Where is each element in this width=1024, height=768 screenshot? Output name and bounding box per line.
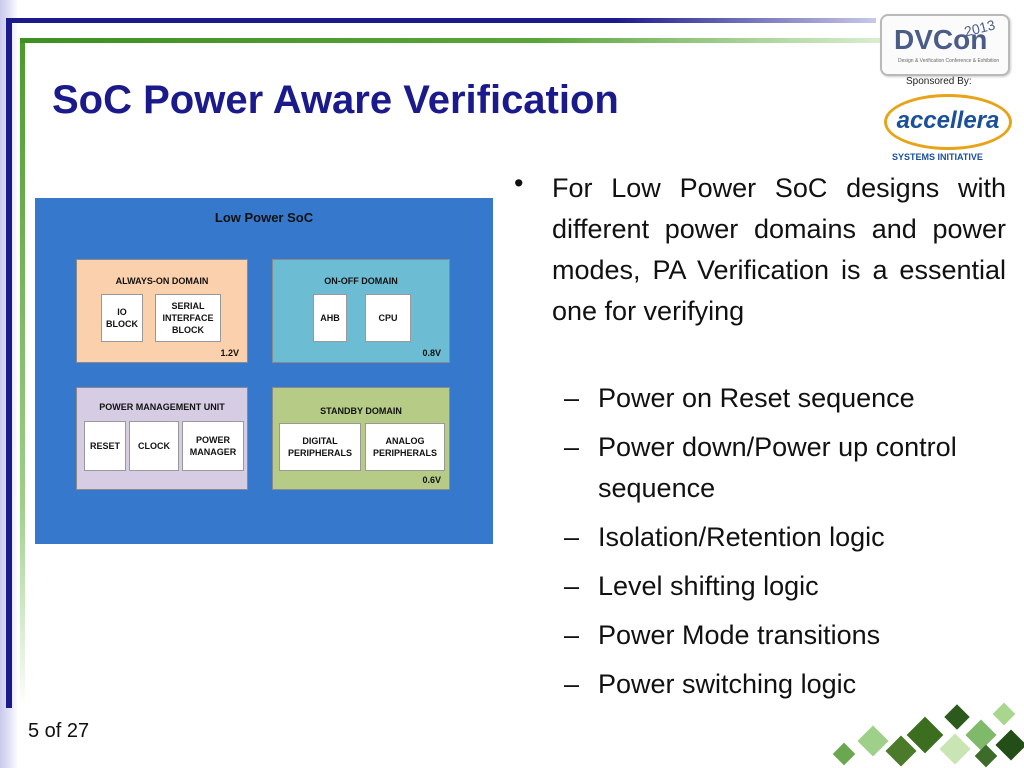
sub-bullet-item: –Power on Reset sequence: [564, 378, 1004, 419]
mosaic-tile: [832, 742, 856, 766]
decorative-mosaic: [820, 700, 1024, 768]
sub-bullet-text: Power down/Power up control sequence: [598, 432, 957, 503]
left-accent-line-navy: [6, 18, 12, 708]
on-off-domain: ON-OFF DOMAIN AHB CPU 0.8V: [272, 259, 450, 363]
mosaic-tile: [939, 733, 971, 765]
power-management-unit: POWER MANAGEMENT UNIT RESET CLOCK POWER …: [76, 387, 248, 490]
sub-bullet-list: –Power on Reset sequence –Power down/Pow…: [564, 378, 1004, 713]
mosaic-tile: [995, 729, 1024, 761]
dvcon-logo-subtitle: Design & Verification Conference & Exhib…: [898, 58, 1000, 64]
on-off-voltage: 0.8V: [422, 348, 441, 358]
sub-bullet-item: –Power Mode transitions: [564, 615, 1004, 656]
dash-icon: –: [564, 383, 580, 413]
ahb-block: AHB: [313, 294, 347, 342]
sub-bullet-text: Isolation/Retention logic: [598, 522, 885, 552]
standby-domain-label: STANDBY DOMAIN: [320, 406, 402, 416]
sub-bullet-item: –Isolation/Retention logic: [564, 517, 1004, 558]
mosaic-tile: [965, 719, 997, 751]
clock-block: CLOCK: [129, 421, 179, 471]
standby-voltage: 0.6V: [422, 475, 441, 485]
sub-bullet-text: Power on Reset sequence: [598, 383, 915, 413]
sub-bullet-text: Power Mode transitions: [598, 620, 881, 650]
dash-icon: –: [564, 522, 580, 552]
dash-icon: –: [564, 620, 580, 650]
sub-bullet-item: –Level shifting logic: [564, 566, 1004, 607]
serial-interface-block: SERIAL INTERFACE BLOCK: [155, 294, 221, 342]
page-number: 5 of 27: [28, 720, 90, 742]
left-accent-line-green: [20, 38, 25, 708]
sponsored-by-label: Sponsored By:: [906, 76, 972, 87]
dvcon-logo: DVCon 2013 Design & Verification Confere…: [880, 14, 1010, 76]
always-on-domain-label: ALWAYS-ON DOMAIN: [115, 276, 209, 286]
cpu-block: CPU: [365, 294, 411, 342]
digital-peripherals-block: DIGITAL PERIPHERALS: [279, 423, 361, 471]
top-accent-line-green: [20, 38, 880, 43]
accellera-logo: accellera: [884, 94, 1012, 150]
sub-bullet-item: –Power down/Power up control sequence: [564, 427, 1004, 509]
systems-initiative-label: SYSTEMS INITIATIVE: [892, 152, 983, 162]
mosaic-tile: [944, 704, 970, 730]
accellera-logo-text: accellera: [896, 107, 1000, 134]
mosaic-tile: [992, 702, 1016, 726]
low-power-soc-diagram: Low Power SoC ALWAYS-ON DOMAIN IO BLOCK …: [35, 198, 493, 544]
diagram-title: Low Power SoC: [214, 210, 314, 225]
dash-icon: –: [564, 571, 580, 601]
bullet-dot-icon: •: [514, 168, 524, 198]
power-manager-block: POWER MANAGER: [182, 421, 244, 471]
dash-icon: –: [564, 432, 580, 462]
sub-bullet-item: –Power switching logic: [564, 664, 1004, 705]
mosaic-tile: [857, 725, 889, 757]
top-accent-line-navy: [6, 18, 876, 23]
power-management-unit-label: POWER MANAGEMENT UNIT: [99, 402, 225, 412]
main-bullet-text: For Low Power SoC designs with different…: [552, 173, 1006, 326]
analog-peripherals-block: ANALOG PERIPHERALS: [365, 423, 445, 471]
dvcon-logo-text: DVCon: [894, 24, 988, 55]
sub-bullet-text: Level shifting logic: [598, 571, 819, 601]
always-on-voltage: 1.2V: [220, 348, 239, 358]
slide-title: SoC Power Aware Verification: [52, 78, 619, 122]
on-off-domain-label: ON-OFF DOMAIN: [324, 276, 398, 286]
dash-icon: –: [564, 669, 580, 699]
standby-domain: STANDBY DOMAIN DIGITAL PERIPHERALS ANALO…: [272, 387, 450, 490]
io-block: IO BLOCK: [101, 294, 143, 342]
reset-block: RESET: [84, 421, 126, 471]
always-on-domain: ALWAYS-ON DOMAIN IO BLOCK SERIAL INTERFA…: [76, 259, 248, 363]
dvcon-logo-year: 2013: [962, 16, 997, 40]
sub-bullet-text: Power switching logic: [598, 669, 857, 699]
